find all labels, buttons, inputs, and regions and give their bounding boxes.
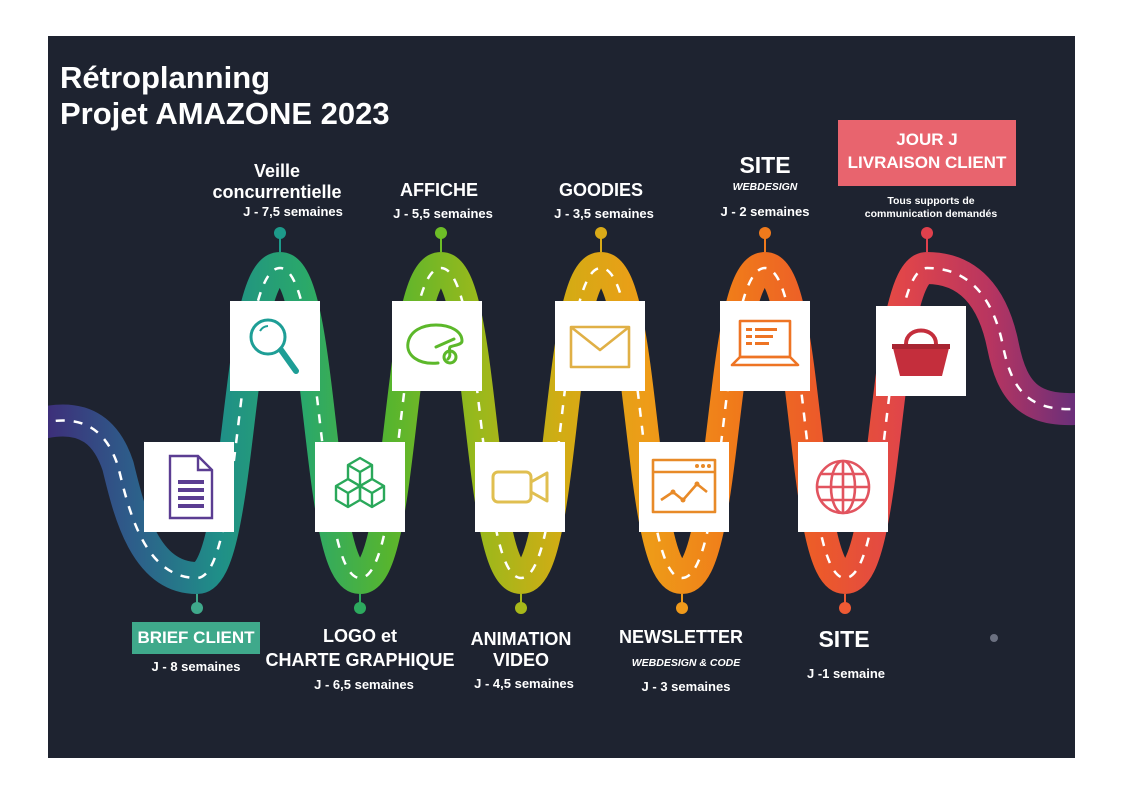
- site-webdesign-timing: J - 2 semaines: [720, 204, 810, 219]
- pin-dot-site: [839, 602, 851, 614]
- magnifier-icon: [249, 318, 299, 374]
- brief-label: BRIEF CLIENT: [137, 628, 255, 647]
- affiche-timing: J - 5,5 semaines: [393, 206, 493, 221]
- site-label: SITE: [818, 626, 870, 652]
- pin-dot-site_webdesign: [759, 227, 771, 239]
- veille-label-line2: concurrentielle: [212, 182, 342, 202]
- newsletter-timing: J - 3 semaines: [641, 679, 731, 694]
- tile-animation: [475, 442, 565, 532]
- pin-dot-logo: [354, 602, 366, 614]
- page-title-line1: Rétroplanning: [60, 60, 271, 95]
- shopping-bag-icon: [892, 328, 950, 376]
- animation-label-line2: VIDEO: [492, 650, 550, 670]
- tile-affiche: [392, 301, 482, 391]
- retroplanning-board: Rétroplanning Projet AMAZONE 2023: [48, 36, 1075, 758]
- palette-icon: [406, 323, 464, 365]
- newsletter-sublabel: WEBDESIGN & CODE: [631, 657, 741, 669]
- laptop-icon: [730, 319, 800, 367]
- pin-dot-brief: [191, 602, 203, 614]
- page-title-line2: Projet AMAZONE 2023: [60, 96, 390, 131]
- veille-label-line1: Veille: [253, 161, 301, 181]
- jour-j-note-line1: Tous supports de: [887, 195, 975, 207]
- pin-dot-veille: [274, 227, 286, 239]
- animation-timing: J - 4,5 semaines: [474, 676, 574, 691]
- pin-dot-newsletter: [676, 602, 688, 614]
- tile-jour-j: [876, 306, 966, 396]
- affiche-label: AFFICHE: [400, 180, 478, 200]
- tile-brief: [144, 442, 234, 532]
- tile-goodies: [555, 301, 645, 391]
- tile-site: [798, 442, 888, 532]
- site-webdesign-sublabel: WEBDESIGN: [732, 181, 798, 193]
- veille-timing: J - 7,5 semaines: [243, 204, 343, 219]
- goodies-timing: J - 3,5 semaines: [554, 206, 654, 221]
- globe-icon: [815, 459, 871, 515]
- jour-j-label-line2: LIVRAISON CLIENT: [847, 153, 1007, 172]
- site-timing: J -1 semaine: [806, 666, 886, 681]
- tile-veille: [230, 301, 320, 391]
- browser-chart-icon: [651, 458, 717, 514]
- document-icon: [168, 454, 214, 520]
- brief-timing: J - 8 semaines: [151, 659, 241, 674]
- animation-label-line1: ANIMATION: [470, 629, 572, 649]
- jour-j-note-line2: communication demandés: [864, 208, 998, 220]
- newsletter-label: NEWSLETTER: [619, 627, 743, 647]
- site-webdesign-label: SITE: [739, 152, 791, 178]
- tile-logo: [315, 442, 405, 532]
- decorative-dot: [990, 634, 998, 642]
- pin-dot-animation: [515, 602, 527, 614]
- video-camera-icon: [491, 470, 549, 504]
- milestone-pins: [191, 227, 933, 614]
- goodies-label: GOODIES: [558, 180, 644, 200]
- brief-highlight-box: BRIEF CLIENT: [132, 622, 260, 654]
- logo-label-line2: CHARTE GRAPHIQUE: [265, 650, 455, 670]
- tile-newsletter: [639, 442, 729, 532]
- logo-timing: J - 6,5 semaines: [314, 677, 414, 692]
- logo-label-line1: LOGO et: [322, 626, 398, 646]
- pin-dot-goodies: [595, 227, 607, 239]
- jour-j-label-line1: JOUR J: [896, 130, 958, 149]
- pin-dot-affiche: [435, 227, 447, 239]
- envelope-icon: [569, 325, 631, 369]
- cubes-icon: [334, 456, 386, 509]
- tile-site-webdesign: [720, 301, 810, 391]
- jour-j-highlight-box: JOUR J LIVRAISON CLIENT: [838, 120, 1016, 186]
- pin-dot-jour_j: [921, 227, 933, 239]
